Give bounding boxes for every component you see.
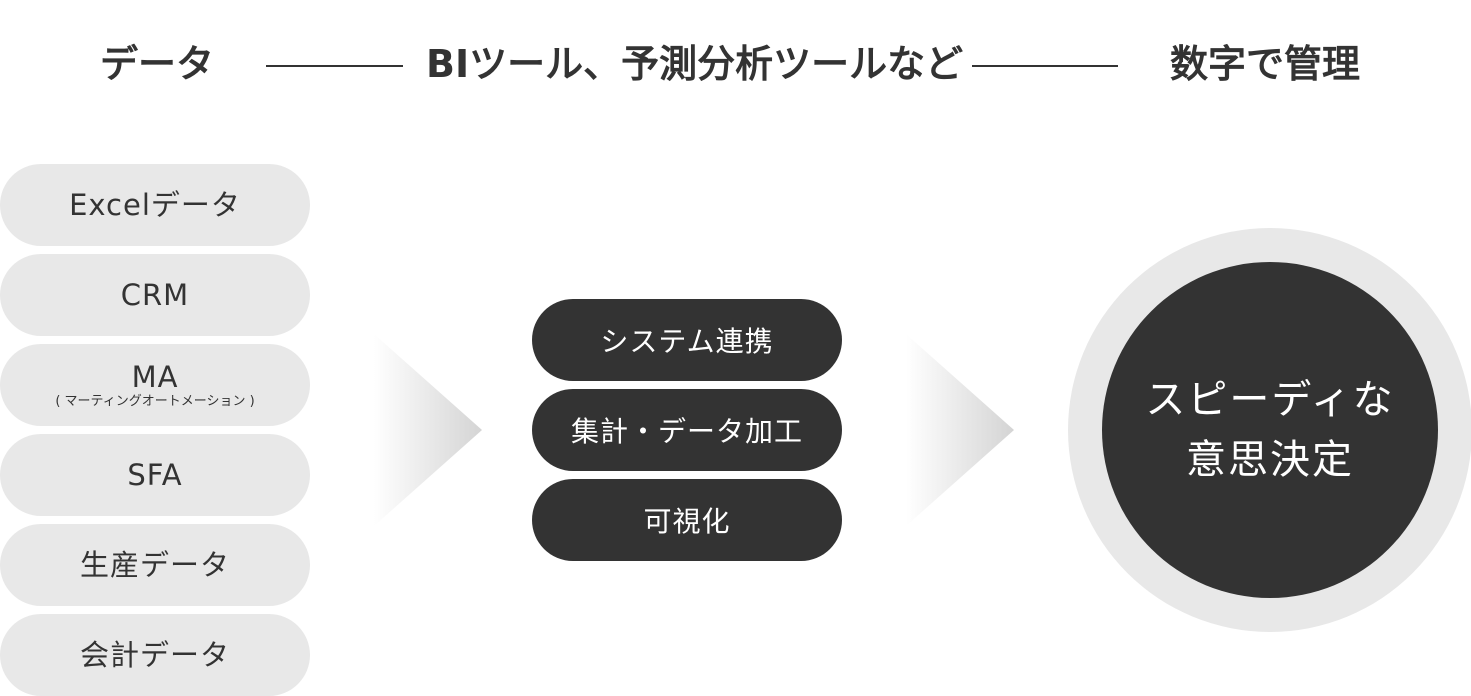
source-sfa: SFA bbox=[0, 434, 310, 516]
source-label: SFA bbox=[127, 458, 183, 492]
source-label: MA bbox=[131, 360, 179, 394]
source-sublabel: ( マーティングオートメーション ) bbox=[55, 394, 255, 409]
process-label: 可視化 bbox=[643, 505, 731, 538]
header-connector-line bbox=[972, 65, 1118, 67]
header-data-label: データ bbox=[100, 42, 215, 86]
source-excel: Excelデータ bbox=[0, 164, 310, 246]
header-management-label: 数字で管理 bbox=[1170, 42, 1361, 86]
source-label: Excelデータ bbox=[69, 188, 241, 222]
source-label: 生産データ bbox=[79, 548, 230, 582]
source-label: 会計データ bbox=[79, 638, 230, 672]
flow-arrow-icon bbox=[374, 334, 482, 526]
outcome-circle: スピーディな 意思決定 bbox=[1102, 262, 1438, 598]
source-accounting: 会計データ bbox=[0, 614, 310, 696]
process-visualization: 可視化 bbox=[532, 479, 842, 561]
outcome-line-1: スピーディな bbox=[1145, 377, 1395, 423]
process-label: 集計・データ加工 bbox=[570, 415, 803, 448]
source-label: CRM bbox=[120, 278, 190, 312]
outcome-line-2: 意思決定 bbox=[1186, 437, 1354, 483]
source-crm: CRM bbox=[0, 254, 310, 336]
process-label: システム連携 bbox=[600, 325, 774, 358]
process-aggregation: 集計・データ加工 bbox=[532, 389, 842, 471]
process-system-integration: システム連携 bbox=[532, 299, 842, 381]
flow-arrow-icon bbox=[906, 334, 1014, 526]
header-tools-label: BIツール、予測分析ツールなど bbox=[426, 42, 964, 86]
source-ma: MA ( マーティングオートメーション ) bbox=[0, 344, 310, 426]
header-connector-line bbox=[266, 65, 403, 67]
source-production: 生産データ bbox=[0, 524, 310, 606]
